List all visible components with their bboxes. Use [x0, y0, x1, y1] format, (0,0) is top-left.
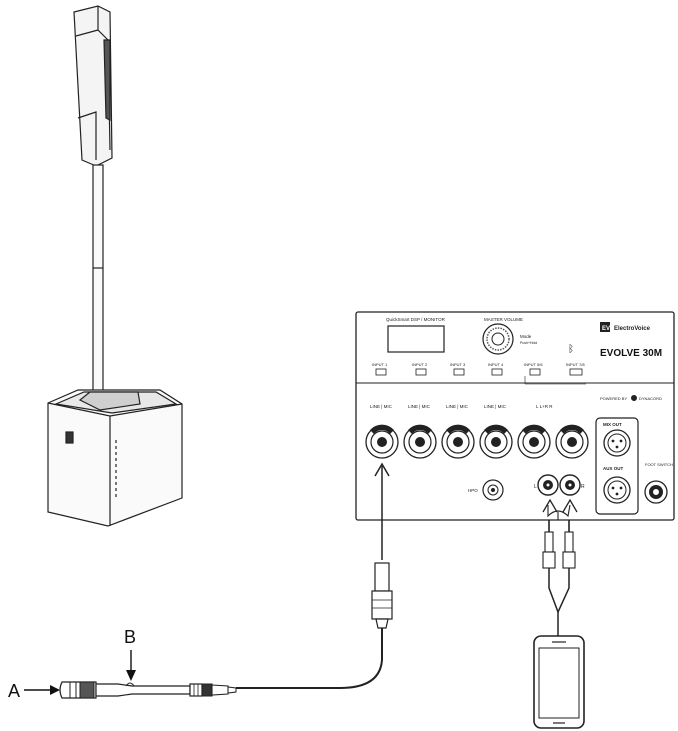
powered-by-label: POWERED BY: [600, 396, 627, 401]
callout-a-label: A: [8, 681, 20, 701]
model-name: EVOLVE 30M: [600, 348, 662, 359]
combo-jack-6[interactable]: [555, 424, 589, 459]
foot-switch-jack[interactable]: [644, 480, 668, 504]
knob-push-label: Push+Hold: [520, 341, 537, 345]
mix-out-jack[interactable]: [603, 429, 631, 457]
input-56-label: INPUT 5/6: [524, 362, 543, 367]
bluetooth-icon: ᛒ: [568, 344, 574, 355]
combo-jack-1[interactable]: [365, 424, 399, 459]
knob-mode-label: Mode: [520, 334, 532, 339]
input-2-led: [415, 368, 427, 376]
ev-logo: EV: [600, 322, 610, 332]
aux-out-jack[interactable]: [603, 476, 631, 504]
input-78-led: [569, 368, 583, 376]
combo-jack-2[interactable]: [403, 424, 437, 459]
input-3-led: [453, 368, 465, 376]
mix-out-label: MIX OUT: [603, 422, 622, 427]
jack-56-label: L L+R R: [536, 404, 553, 409]
jack-3-label: LINE | MIC: [446, 404, 469, 409]
microphone-icon: [59, 681, 237, 699]
combo-jack-4[interactable]: [479, 424, 513, 459]
brand-logo-text: ElectroVoice: [614, 326, 651, 332]
rca-connection: [542, 498, 578, 636]
panel-header-center: MASTER VOLUME: [484, 317, 523, 322]
input-4-label: INPUT 4: [488, 362, 504, 367]
callout-a: A: [8, 681, 60, 701]
input-78-label: INPUT 7/8: [566, 362, 585, 367]
callout-b: B: [124, 627, 136, 681]
powered-brand: DYNACORD: [639, 396, 662, 401]
input-3-label: INPUT 3: [450, 362, 466, 367]
aux-out-label: AUX OUT: [603, 466, 624, 471]
rca-input-left[interactable]: [537, 474, 559, 496]
input-56-led: [529, 368, 541, 376]
dynacord-logo: [631, 395, 637, 401]
combo-jack-3[interactable]: [441, 424, 475, 459]
dsp-display: [387, 325, 445, 353]
hpo-label: HPO: [468, 488, 478, 493]
combo-jack-5[interactable]: [517, 424, 551, 459]
master-volume-knob[interactable]: [482, 323, 514, 355]
input-4-led: [491, 368, 503, 376]
callout-b-label: B: [124, 627, 136, 647]
jack-2-label: LINE | MIC: [408, 404, 431, 409]
speaker-column-icon: [47, 5, 183, 527]
panel-header-left: QuickSmart DSP / MONITOR: [386, 317, 446, 322]
xlr-connection: [236, 462, 393, 689]
svg-text:EV: EV: [602, 326, 610, 332]
rca-input-right[interactable]: [559, 474, 581, 496]
foot-switch-label: FOOT SWITCH: [645, 462, 673, 467]
hpo-jack[interactable]: [482, 479, 504, 501]
input-2-label: INPUT 2: [412, 362, 428, 367]
svg-text:L: L: [534, 484, 537, 490]
input-1-led: [375, 368, 387, 376]
input-1-label: INPUT 1: [372, 362, 388, 367]
svg-text:R: R: [581, 484, 585, 490]
jack-4-label: LINE | MIC: [484, 404, 507, 409]
jack-1-label: LINE | MIC: [370, 404, 393, 409]
evolve-control-panel: QuickSmart DSP / MONITOR MASTER VOLUME M…: [355, 311, 675, 521]
smartphone-icon: [533, 635, 585, 729]
